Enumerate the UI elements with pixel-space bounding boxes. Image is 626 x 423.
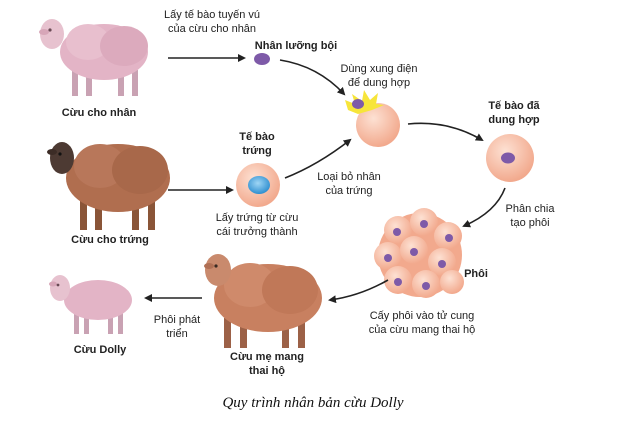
figure-caption: Quy trình nhân bản cừu Dolly (222, 395, 404, 411)
arrow-fusion-to-fused (407, 122, 484, 142)
fusion-cell (345, 90, 400, 147)
step-remove-nucleus-line1: Loại bỏ nhân (317, 171, 381, 183)
donor-sheep (39, 19, 148, 96)
step-take-udder-cell: Lấy tế bào tuyến vú của cừu cho nhân (152, 9, 272, 37)
step-divide-line1: Phân chia (505, 203, 555, 215)
arrow-embryo-to-surrogate (328, 279, 389, 304)
step-take-udder-cell-line1: Lấy tế bào tuyến vú (163, 9, 260, 21)
step-take-egg: Lấy trứng từ cừu cái trưởng thành (204, 212, 310, 240)
step-electric-fusion-line2: để dung hợp (347, 76, 411, 89)
label-egg-cell-line1: Tế bào (239, 131, 275, 143)
step-divide-line2: tạo phôi (510, 216, 550, 229)
label-surrogate-sheep-line2: thai hộ (248, 364, 286, 377)
step-take-egg-line2: cái trưởng thành (216, 225, 298, 238)
step-remove-nucleus-line2: của trứng (325, 184, 373, 197)
egg-cell (236, 163, 280, 207)
label-surrogate-sheep-line1: Cừu mẹ mang (230, 351, 304, 363)
arrow-egg-to-fusion (284, 138, 352, 179)
label-dolly: Cừu Dolly (73, 344, 127, 356)
step-electric-fusion-line1: Dùng xung điện (340, 63, 418, 75)
label-egg-donor-sheep: Cừu cho trứng (71, 234, 149, 246)
label-diploid-nucleus: Nhân lưỡng bội (254, 40, 338, 52)
step-divide: Phân chia tạo phôi (500, 203, 560, 231)
label-donor-sheep: Cừu cho nhân (61, 107, 137, 119)
label-embryo: Phôi (464, 268, 488, 280)
label-fused-cell-line2: dung hợp (488, 113, 540, 126)
step-electric-fusion: Dùng xung điện để dung hợp (334, 63, 424, 91)
label-surrogate-sheep: Cừu mẹ mang thai hộ (222, 351, 312, 379)
dolly-lamb (49, 275, 132, 334)
step-implant-line2: của cừu mang thai hộ (368, 323, 476, 336)
surrogate-sheep (204, 254, 322, 348)
label-fused-cell-line1: Tế bào đã (488, 100, 540, 112)
fused-cell (486, 134, 534, 182)
step-take-udder-cell-line2: của cừu cho nhân (167, 22, 257, 35)
step-implant-line1: Cấy phôi vào tử cung (369, 310, 475, 322)
label-fused-cell: Tế bào đã dung hợp (484, 100, 544, 128)
label-egg-cell-line2: trứng (242, 144, 272, 157)
arrow-fused-to-embryo (462, 187, 506, 228)
embryo (374, 208, 464, 298)
step-develop-line2: triển (166, 327, 188, 340)
arrow-nucleus-to-fusion (279, 59, 346, 96)
step-develop: Phôi phát triển (142, 314, 212, 342)
step-take-egg-line1: Lấy trứng từ cừu (215, 212, 299, 224)
label-egg-cell: Tế bào trứng (232, 131, 282, 159)
step-remove-nucleus: Loại bỏ nhân của trứng (306, 171, 392, 199)
step-develop-line1: Phôi phát (153, 314, 201, 326)
egg-donor-sheep (47, 142, 170, 230)
step-implant: Cấy phôi vào tử cung của cừu mang thai h… (356, 310, 488, 338)
diploid-nucleus (254, 53, 270, 65)
